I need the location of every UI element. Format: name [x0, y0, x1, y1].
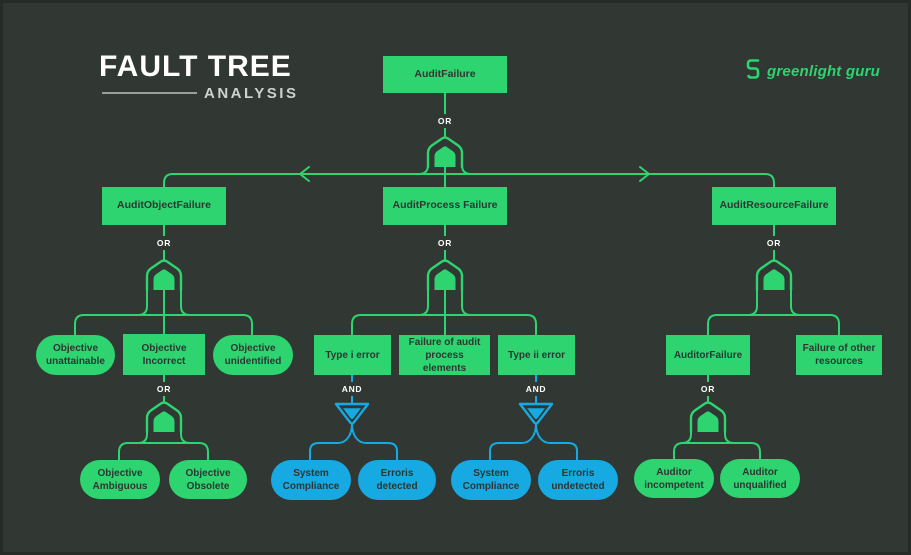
or-gate-icon [689, 401, 727, 434]
gate-label-or: OR [153, 236, 175, 250]
green-wires [74, 92, 840, 461]
page-subtitle: ANALYSIS [204, 85, 299, 102]
or-gate-icon [426, 259, 464, 292]
node-objective-ambiguous: Objective Ambiguous [80, 460, 160, 499]
node-objective-obsolete: Objective Obsolete [169, 460, 247, 499]
node-auditor-incompetent: Auditor incompetent [634, 459, 714, 498]
page-title: FAULT TREE [99, 50, 292, 83]
node-auditor-unqualified: Auditor unqualified [720, 459, 800, 498]
node-type-ii-error: Type ii error [498, 335, 575, 375]
node-system-compliance-right: System Compliance [451, 460, 531, 500]
or-gate-icon [145, 259, 183, 292]
gate-label-or: OR [434, 236, 456, 250]
node-objective-unattainable: Objective unattainable [36, 335, 115, 375]
gate-label-or: OR [697, 382, 719, 396]
gate-label-and: AND [522, 382, 550, 396]
gate-label-and: AND [338, 382, 366, 396]
or-gate-icon [755, 259, 793, 292]
arrow-right-icon [639, 166, 650, 182]
brand-logo: greenlight guru [745, 58, 880, 85]
node-objective-unidentified: Objective unidentified [213, 335, 293, 375]
gate-label-or: OR [153, 382, 175, 396]
and-gate-icon [334, 402, 370, 425]
node-auditor-failure: AuditorFailure [666, 335, 750, 375]
node-type-i-error: Type i error [314, 335, 391, 375]
node-objective-incorrect: Objective Incorrect [123, 334, 205, 375]
node-audit-resource-failure: AuditResourceFailure [712, 187, 836, 225]
greenlight-guru-logo-icon [745, 58, 761, 85]
gate-label-or: OR [763, 236, 785, 250]
node-failure-of-other-resources: Failure of other resources [796, 335, 882, 375]
node-failure-of-audit-process-elements: Failure of audit process elements [399, 335, 490, 375]
connector-wires [74, 92, 840, 461]
gate-label-or: OR [434, 114, 456, 128]
node-audit-object-failure: AuditObjectFailure [102, 187, 226, 225]
or-gate-icon [145, 401, 183, 434]
brand-name: greenlight guru [767, 63, 880, 80]
node-erroris-undetected: Erroris undetected [538, 460, 618, 500]
and-gate-icon [518, 402, 554, 425]
node-system-compliance-left: System Compliance [271, 460, 351, 500]
title-divider [102, 92, 197, 94]
node-erroris-detected: Erroris detected [358, 460, 436, 500]
arrow-left-icon [299, 166, 310, 182]
or-gate-icon [426, 136, 464, 169]
node-audit-failure: AuditFailure [383, 56, 507, 93]
node-audit-process-failure: AuditProcess Failure [383, 187, 507, 225]
